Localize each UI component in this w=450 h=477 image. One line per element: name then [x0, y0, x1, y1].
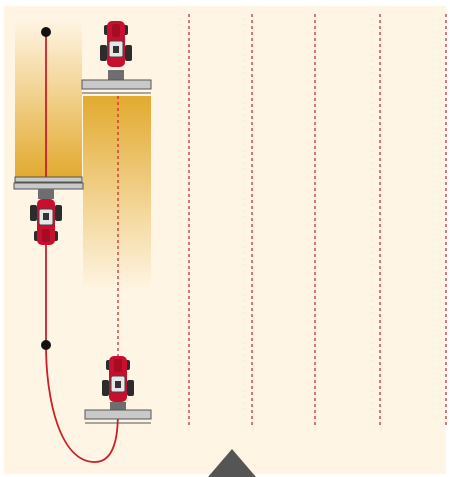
navigation-arrow-icon[interactable] [208, 449, 256, 477]
coverage-area-left [15, 20, 82, 177]
coverage-area-right [83, 96, 151, 290]
waypoint-icon [41, 27, 51, 37]
implement-boom-icon [84, 402, 152, 424]
guidance-path [45, 32, 119, 463]
implement-boom-icon [81, 70, 152, 94]
implement-boom-icon [13, 176, 84, 199]
waypoint-icon [41, 340, 51, 350]
